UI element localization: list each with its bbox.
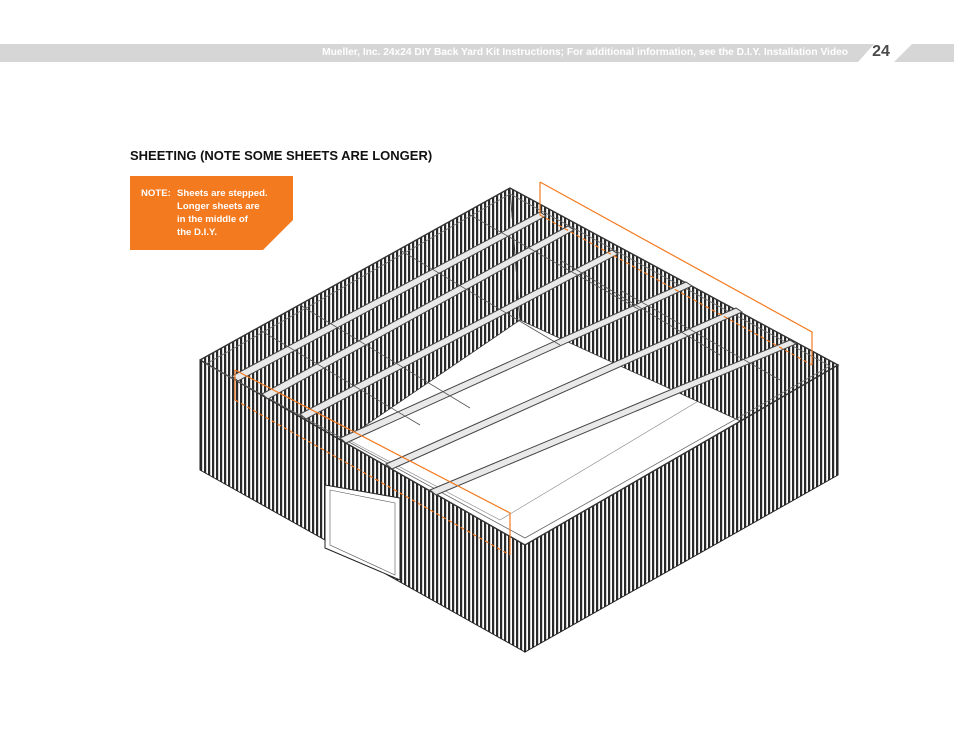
section-title: SHEETING (NOTE SOME SHEETS ARE LONGER) xyxy=(130,148,433,163)
note-line: the D.I.Y. xyxy=(177,227,217,238)
roof-purlins xyxy=(231,211,798,496)
note-line: Sheets are stepped. xyxy=(177,188,268,199)
note-callout-shape xyxy=(130,176,293,250)
note-callout: NOTE: Sheets are stepped. Longer sheets … xyxy=(130,176,293,250)
header-band xyxy=(0,44,954,62)
eave-outline xyxy=(199,187,840,546)
page-number: 24 xyxy=(872,43,890,60)
note-text: Sheets are stepped. Longer sheets are in… xyxy=(177,187,268,239)
header-title: Mueller, Inc. 24x24 DIY Back Yard Kit In… xyxy=(322,47,848,58)
note-label: NOTE: xyxy=(141,188,171,199)
door-opening xyxy=(324,484,401,581)
roof-girts xyxy=(259,214,781,426)
note-line: in the middle of xyxy=(177,214,248,225)
note-line: Longer sheets are xyxy=(177,201,260,212)
longer-sheet-markers xyxy=(234,181,813,556)
